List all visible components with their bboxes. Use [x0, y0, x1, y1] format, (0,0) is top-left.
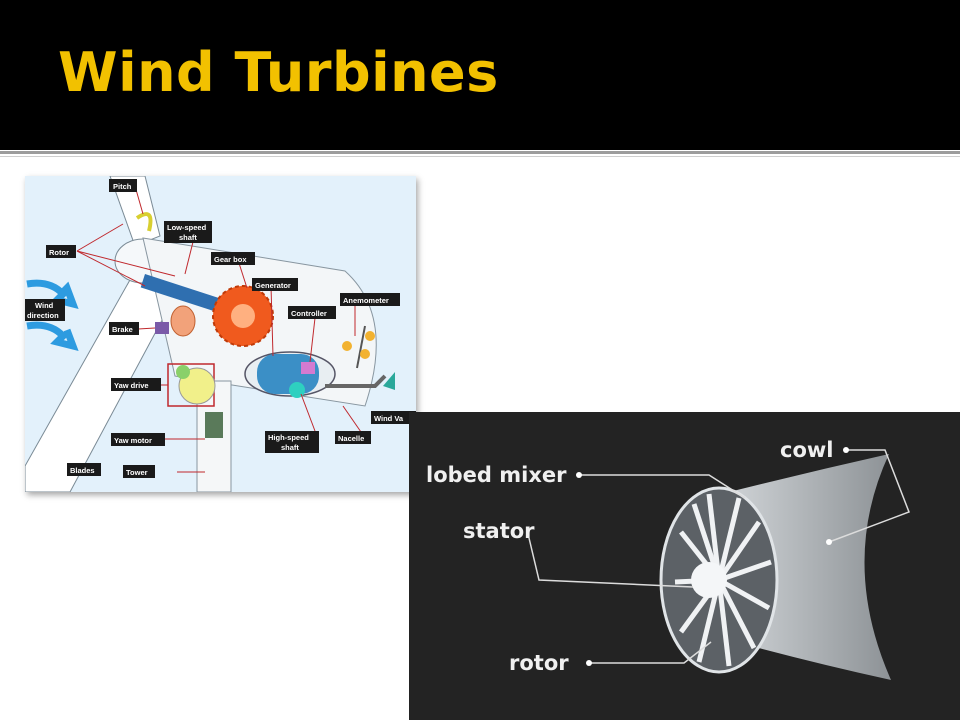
- label-generator: Generator: [252, 278, 298, 291]
- label-high-speed-shaft: High-speed shaft: [265, 431, 319, 453]
- yaw-gear: [178, 367, 216, 405]
- svg-text:Brake: Brake: [112, 325, 133, 334]
- label-cowl: cowl: [780, 438, 833, 462]
- label-rotor-jet: rotor: [509, 651, 569, 675]
- title-divider: [0, 151, 960, 154]
- label-brake: Brake: [109, 322, 139, 335]
- svg-text:Wind: Wind: [35, 301, 54, 310]
- svg-text:shaft: shaft: [281, 443, 299, 452]
- svg-text:Wind Va: Wind Va: [374, 414, 404, 423]
- label-wind-vane: Wind Va: [371, 411, 416, 424]
- svg-text:Rotor: Rotor: [49, 248, 69, 257]
- anemometer-cup-3: [365, 331, 375, 341]
- anemometer-mast: [356, 325, 366, 369]
- label-nacelle: Nacelle: [335, 431, 371, 444]
- label-pitch: Pitch: [109, 179, 137, 192]
- jet-leader-dots: [576, 447, 849, 666]
- pitch-arrow: [135, 212, 153, 232]
- wind-turbine-svg: Pitch Rotor Low-speed shaft Gear box Gen…: [25, 176, 416, 492]
- anemometer-cup-1: [342, 341, 352, 351]
- low-speed-shaft-shape: [140, 274, 236, 317]
- svg-text:Gear box: Gear box: [214, 255, 247, 264]
- wind-arrow-lower: [26, 321, 79, 352]
- leader-lines: [76, 185, 362, 473]
- rotor-hub: [691, 562, 727, 598]
- label-stator: stator: [463, 519, 535, 543]
- label-anemometer: Anemometer: [340, 293, 400, 306]
- gear-hub: [231, 304, 255, 328]
- brake-disc: [170, 305, 196, 337]
- anemometer-cup-2: [360, 349, 370, 359]
- label-yaw-motor: Yaw motor: [111, 433, 165, 446]
- yaw-pinion: [176, 365, 190, 379]
- label-tower: Tower: [123, 465, 155, 478]
- title-divider-thin: [0, 156, 960, 157]
- controller-box: [301, 362, 315, 374]
- brake-pad: [155, 322, 169, 334]
- high-speed-shaft-end: [289, 382, 305, 398]
- svg-text:direction: direction: [27, 311, 59, 320]
- jet-engine-svg: cowl lobed mixer stator rotor: [426, 438, 910, 680]
- svg-text:Nacelle: Nacelle: [338, 434, 364, 443]
- svg-text:Pitch: Pitch: [113, 182, 132, 191]
- label-yaw-drive: Yaw drive: [111, 378, 161, 391]
- jet-engine-diagram: cowl lobed mixer stator rotor: [409, 412, 960, 720]
- label-blades: Blades: [67, 463, 101, 476]
- label-lobed-mixer: lobed mixer: [426, 463, 567, 487]
- svg-text:Generator: Generator: [255, 281, 291, 290]
- svg-text:Yaw drive: Yaw drive: [114, 381, 149, 390]
- svg-text:Anemometer: Anemometer: [343, 296, 389, 305]
- svg-text:Controller: Controller: [291, 309, 327, 318]
- svg-text:Yaw motor: Yaw motor: [114, 436, 152, 445]
- label-low-speed-shaft: Low-speed shaft: [164, 221, 212, 243]
- svg-text:Low-speed: Low-speed: [167, 223, 207, 232]
- svg-text:shaft: shaft: [179, 233, 197, 242]
- wind-vane-arm: [325, 374, 387, 388]
- yaw-motor-shape: [205, 412, 223, 438]
- label-wind-direction: Wind direction: [25, 299, 65, 321]
- wind-turbine-diagram: Pitch Rotor Low-speed shaft Gear box Gen…: [25, 176, 416, 492]
- svg-text:Blades: Blades: [70, 466, 95, 475]
- title-bar: Wind Turbines: [0, 0, 960, 150]
- wind-vane-tail: [383, 372, 395, 390]
- label-controller: Controller: [288, 306, 336, 319]
- upper-blade: [109, 176, 161, 247]
- slide-title: Wind Turbines: [58, 41, 499, 104]
- label-rotor: Rotor: [46, 245, 76, 258]
- jet-leader-lines: [528, 449, 910, 664]
- svg-text:High-speed: High-speed: [268, 433, 309, 442]
- label-gear-box: Gear box: [211, 252, 255, 265]
- svg-text:Tower: Tower: [126, 468, 148, 477]
- wind-arrow-upper: [26, 279, 79, 310]
